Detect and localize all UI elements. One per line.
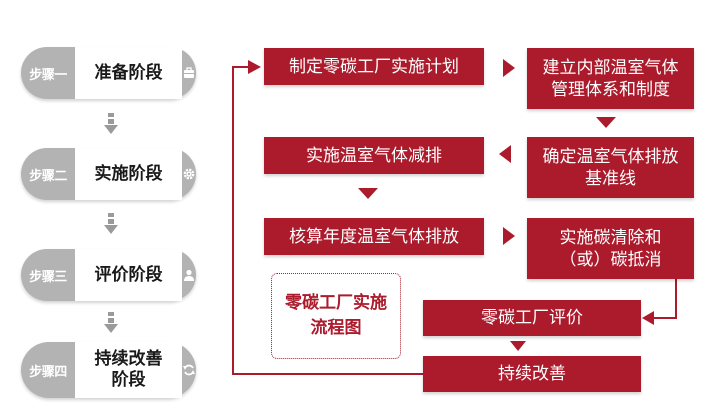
step-badge: 步骤四 xyxy=(29,364,67,380)
person-icon xyxy=(182,249,196,301)
arrow-down-1 xyxy=(596,117,616,128)
step-3: 步骤三 评价阶段 xyxy=(21,249,196,301)
step-name: 实施阶段 xyxy=(75,148,182,200)
arrow-left-2 xyxy=(642,311,654,325)
arrow-right-loop xyxy=(248,60,261,74)
diagram-title-line1: 零碳工厂实施 xyxy=(285,293,387,313)
flow-box-line: 管理体系和制度 xyxy=(551,79,670,100)
flow-box-evaluation: 零碳工厂评价 xyxy=(423,300,641,336)
step-name: 持续改善 阶段 xyxy=(75,342,182,398)
flow-box-baseline: 确定温室气体排放 基准线 xyxy=(527,137,694,198)
flow-box-line: 基准线 xyxy=(585,168,636,189)
step-1: 步骤一 准备阶段 xyxy=(21,47,196,99)
step-badge: 步骤二 xyxy=(29,168,67,184)
step-name: 准备阶段 xyxy=(75,47,182,99)
step-name-line1: 持续改善 xyxy=(94,349,163,369)
arrow-left-1 xyxy=(499,145,511,163)
gear-icon xyxy=(182,148,196,200)
flow-box-plan: 制定零碳工厂实施计划 xyxy=(264,48,484,85)
flow-box-line: 确定温室气体排放 xyxy=(542,146,679,167)
arrow-down-3 xyxy=(510,341,526,351)
diagram-title: 零碳工厂实施 流程图 xyxy=(271,273,401,359)
flow-box-line: 实施碳清除和 xyxy=(559,227,662,248)
step-4: 步骤四 持续改善 阶段 xyxy=(21,342,196,398)
briefcase-icon xyxy=(182,47,196,99)
arrow-right-2 xyxy=(503,227,515,245)
flow-box-management-system: 建立内部温室气体 管理体系和制度 xyxy=(527,48,694,109)
loop-line xyxy=(232,66,423,375)
step-badge: 步骤一 xyxy=(29,67,67,83)
flow-box-accounting: 核算年度温室气体排放 xyxy=(264,218,484,255)
flow-box-line: （或）碳抵消 xyxy=(559,249,662,270)
step-name-line2: 阶段 xyxy=(111,370,146,390)
down-arrow-icon xyxy=(104,213,118,234)
diagram-title-line2: 流程图 xyxy=(310,318,362,338)
step-2: 步骤二 实施阶段 xyxy=(21,148,196,200)
flow-box-line: 建立内部温室气体 xyxy=(542,57,679,78)
flow-box-continuous-improvement: 持续改善 xyxy=(423,356,641,392)
down-arrow-icon xyxy=(104,113,118,134)
arrow-right-1 xyxy=(503,59,515,77)
step-name: 评价阶段 xyxy=(75,249,182,301)
refresh-icon xyxy=(182,342,196,398)
step-badge: 步骤三 xyxy=(29,269,67,285)
arrow-down-2 xyxy=(358,188,378,199)
down-arrow-icon xyxy=(104,312,118,333)
flow-box-removal-offset: 实施碳清除和 （或）碳抵消 xyxy=(527,218,694,279)
connector-line-3 xyxy=(652,278,677,319)
flow-box-reduction: 实施温室气体减排 xyxy=(264,137,484,174)
